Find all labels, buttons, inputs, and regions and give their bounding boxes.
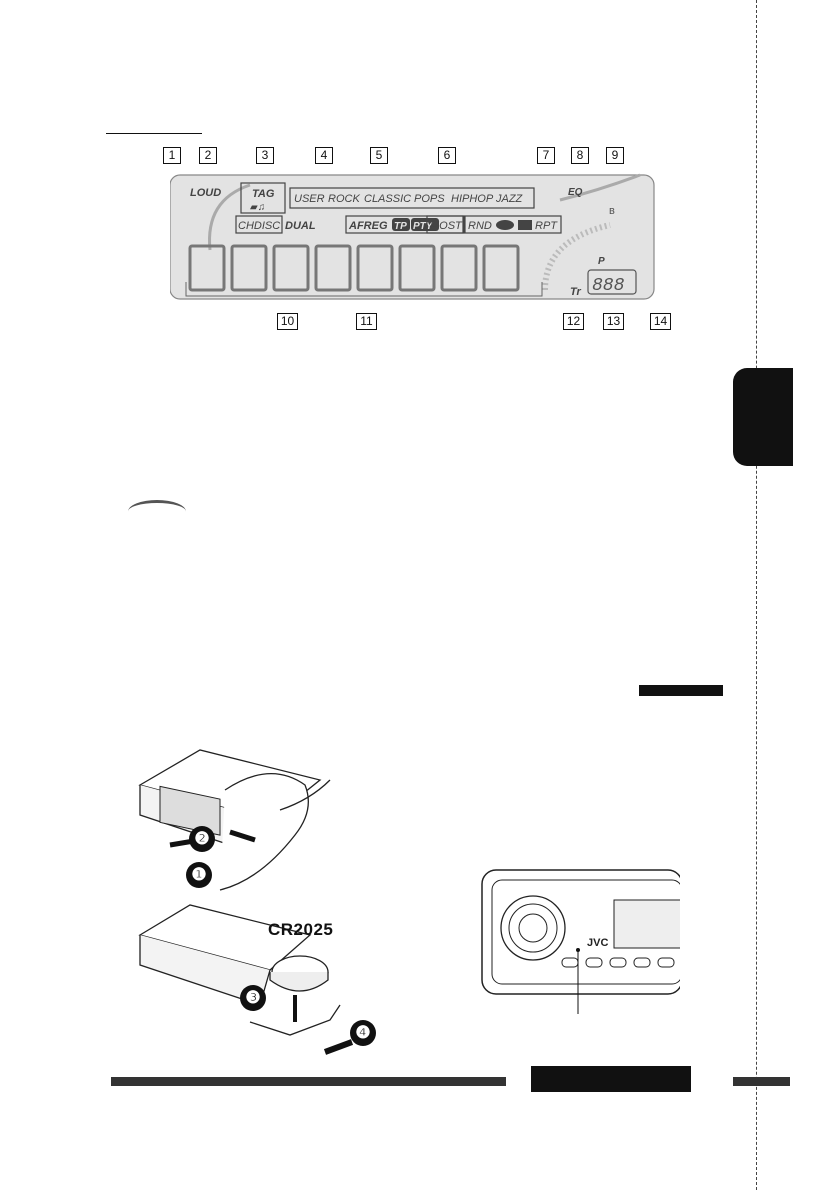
eq-mode-classic: CLASSIC	[364, 193, 411, 205]
segment-char-4	[314, 244, 352, 292]
callout-13: 13	[603, 313, 624, 330]
section-arc-mark	[128, 500, 186, 523]
p-indicator: P	[598, 256, 605, 267]
unit-button-2	[585, 957, 603, 968]
bluetooth-icon: ʙ	[609, 205, 615, 217]
pty-indicator: PTY	[413, 221, 434, 232]
footer-label-bar	[531, 1066, 691, 1092]
step-2-marker: ❷	[189, 826, 215, 852]
afreg-indicator: AFREG	[348, 220, 388, 232]
brand-logo: JVC	[587, 937, 608, 949]
cut-line	[756, 0, 757, 1190]
footer-rule-right	[733, 1077, 790, 1086]
callout-12: 12	[563, 313, 584, 330]
track-number-box	[587, 269, 637, 295]
unit-button-4	[633, 957, 651, 968]
eq-mode-rock: ROCK	[328, 193, 360, 205]
callout-10: 10	[277, 313, 298, 330]
pty-box	[411, 218, 439, 231]
lcd-display-svg: LOUD TAG ▰♫ USER ROCK CLASSIC POPS HIPHO…	[169, 173, 655, 300]
most-box	[426, 215, 464, 234]
chdisc-box	[235, 215, 283, 234]
tp-indicator: TP	[394, 221, 407, 232]
volume-knob-center	[518, 913, 548, 943]
head-unit-figure: JVC	[478, 866, 683, 1016]
step-3-marker: ❸	[240, 985, 266, 1011]
tr-indicator: Tr	[570, 286, 582, 298]
lcd-meter-arc	[542, 222, 611, 291]
callout-5: 5	[370, 147, 388, 164]
main-character-segments	[188, 244, 520, 292]
tag-indicator: TAG	[252, 188, 275, 200]
language-tab	[733, 368, 793, 466]
segment-char-7	[440, 244, 478, 292]
eq-mode-jazz: JAZZ	[495, 193, 524, 205]
chdisc-indicator: CHDISC	[238, 220, 280, 232]
eq-mode-pops: POPS	[414, 193, 445, 205]
callout-7: 7	[537, 147, 555, 164]
hand-wrist	[279, 779, 331, 811]
callout-8: 8	[571, 147, 589, 164]
segment-char-5	[356, 244, 394, 292]
footer-rule-left	[111, 1077, 506, 1086]
section-label-bar	[639, 685, 723, 696]
callout-9: 9	[606, 147, 624, 164]
loud-indicator: LOUD	[190, 187, 221, 199]
volume-knob-outer	[500, 895, 566, 961]
battery-replacement-figure	[130, 740, 380, 1070]
tag-box	[240, 182, 286, 214]
remote-lower-top	[138, 904, 312, 971]
track-number-digits: 888	[592, 276, 625, 296]
battery-figure-svg	[138, 749, 354, 1055]
hand-outline	[219, 773, 309, 891]
battery-holder	[249, 1004, 341, 1036]
step-1-marker: ❶	[186, 862, 212, 888]
callout-11: 11	[356, 313, 377, 330]
segment-char-8	[482, 244, 520, 292]
remote-lower-side	[139, 935, 271, 1006]
segment-char-2	[230, 244, 268, 292]
folder-icon	[518, 220, 532, 230]
eq-mode-user: USER	[294, 193, 325, 205]
coin-battery-edge	[269, 972, 329, 992]
unit-button-5	[657, 957, 675, 968]
folder-music-icon: ▰♫	[250, 202, 265, 213]
heading-underline	[106, 133, 202, 134]
rpt-indicator: RPT	[535, 220, 558, 232]
rnd-rpt-box	[464, 215, 562, 234]
eq-mode-hiphop: HIPHOP	[451, 193, 494, 205]
segment-char-1	[188, 244, 226, 292]
head-unit-svg: JVC	[481, 869, 683, 1014]
volume-knob-ring	[508, 903, 558, 953]
callout-14: 14	[650, 313, 671, 330]
segment-bracket	[185, 282, 543, 297]
most-indicator: MOST	[430, 220, 463, 232]
segment-char-3	[272, 244, 310, 292]
pull-arrow	[229, 829, 256, 843]
unit-button-3	[609, 957, 627, 968]
disc-icon	[496, 220, 514, 230]
callout-2: 2	[199, 147, 217, 164]
remote-key-area	[159, 785, 221, 836]
tp-box	[392, 218, 410, 231]
eq-indicator: EQ	[568, 187, 583, 198]
lcd-display-figure: LOUD TAG ▰♫ USER ROCK CLASSIC POPS HIPHO…	[169, 170, 656, 304]
battery-model-label: CR2025	[268, 920, 334, 939]
lcd-arc-right	[559, 173, 641, 202]
slide-arrow	[323, 1039, 354, 1055]
callout-6: 6	[438, 147, 456, 164]
callout-4: 4	[315, 147, 333, 164]
afreg-box	[345, 215, 465, 234]
callout-3: 3	[256, 147, 274, 164]
rnd-indicator: RND	[468, 220, 492, 232]
callout-1: 1	[163, 147, 181, 164]
step-4-marker: ❹	[350, 1020, 376, 1046]
segment-char-6	[398, 244, 436, 292]
unit-display-window	[613, 899, 683, 949]
eq-modes-box	[289, 187, 535, 209]
lcd-panel	[169, 174, 655, 300]
dual-indicator: DUAL	[285, 220, 316, 232]
